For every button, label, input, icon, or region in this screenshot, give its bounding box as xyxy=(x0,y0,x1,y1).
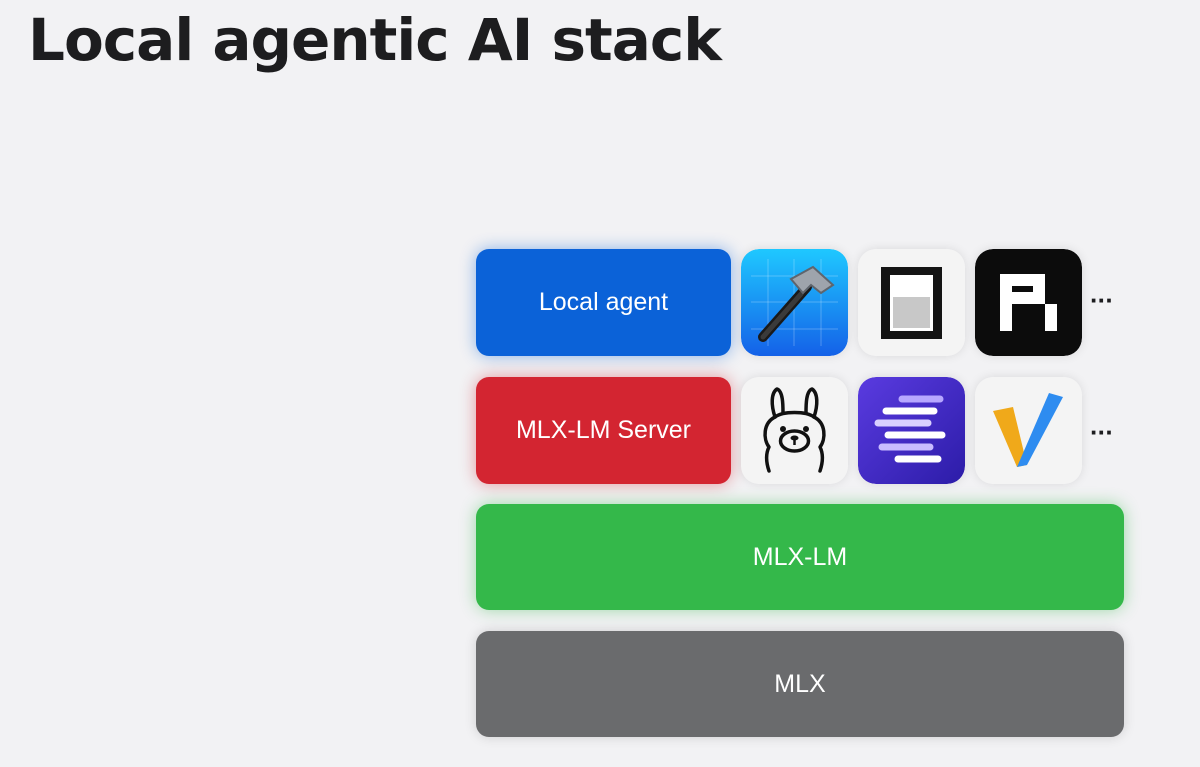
pixel-p-app-icon xyxy=(975,249,1082,356)
more-agents-ellipsis: ··· xyxy=(1090,285,1114,315)
terminal-app-icon xyxy=(858,249,965,356)
local-agent-block: Local agent xyxy=(476,249,731,356)
more-servers-ellipsis: ··· xyxy=(1090,417,1114,447)
mlx-label: MLX xyxy=(774,669,826,698)
purple-lines-app-icon xyxy=(858,377,965,484)
v-logo-app-icon xyxy=(975,377,1082,484)
local-agent-label: Local agent xyxy=(538,288,669,316)
mlx-lm-block: MLX-LM xyxy=(476,504,1124,610)
mlx-lm-server-label: MLX-LM Server xyxy=(515,416,692,444)
mlx-lm-server-block: MLX-LM Server xyxy=(476,377,731,484)
xcode-hammer-icon xyxy=(741,249,848,356)
page-title: Local agentic AI stack xyxy=(28,6,722,74)
mlx-lm-label: MLX-LM xyxy=(752,542,848,571)
ollama-llama-icon xyxy=(741,377,848,484)
mlx-block: MLX xyxy=(476,631,1124,737)
